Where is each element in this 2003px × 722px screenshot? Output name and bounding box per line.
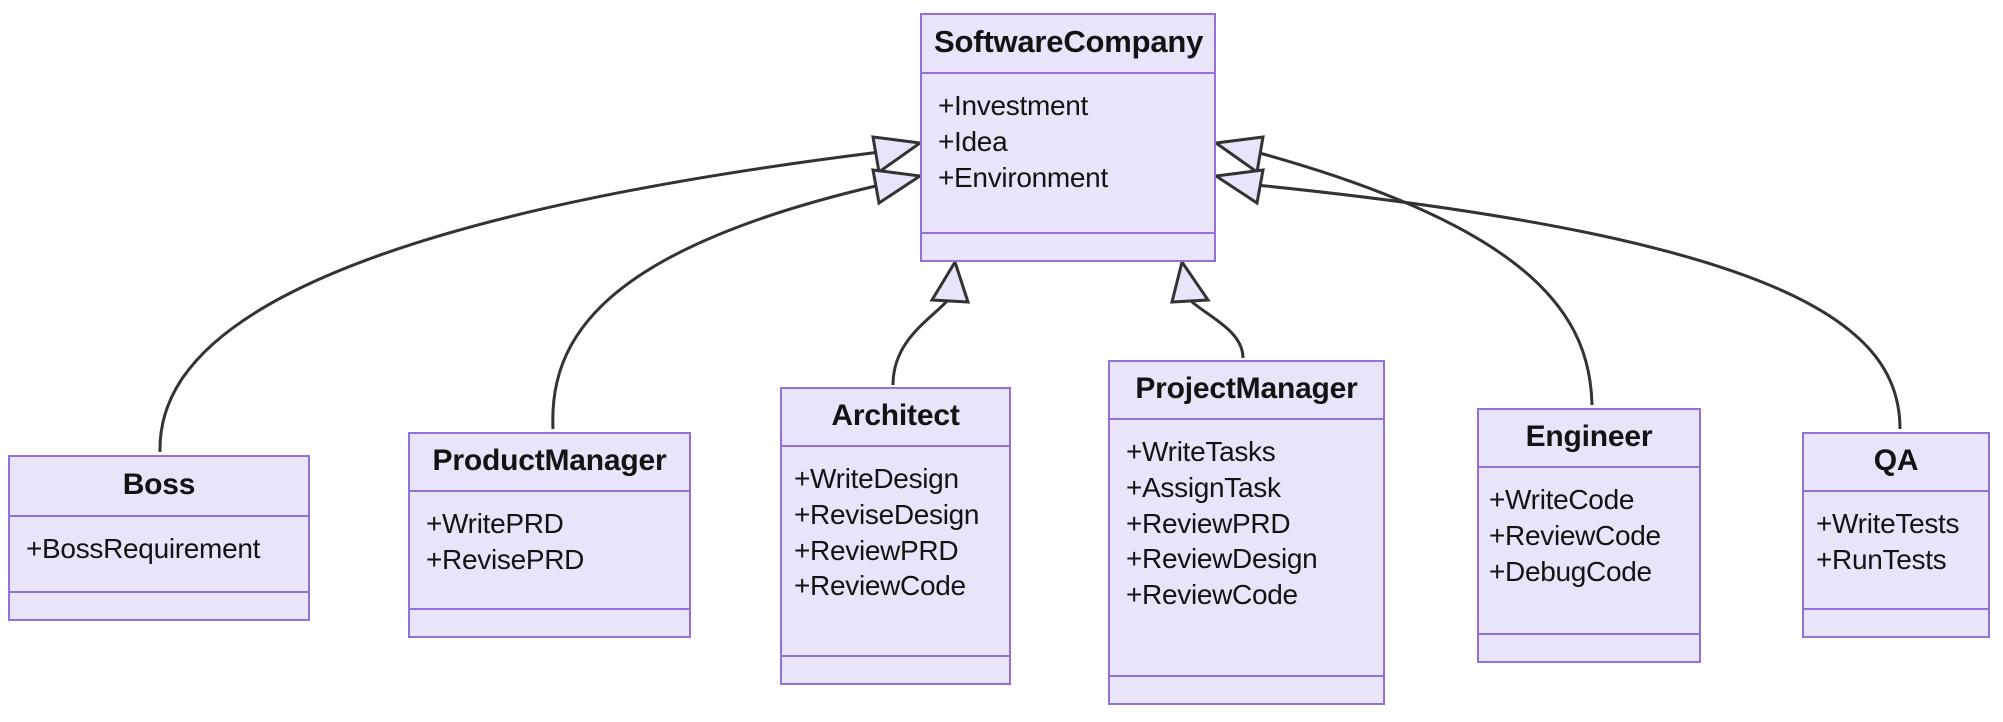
uml-class-boss[interactable]: Boss +BossRequirement bbox=[8, 455, 310, 621]
inheritance-arrowhead bbox=[929, 258, 971, 304]
member-row: +WriteCode bbox=[1489, 484, 1635, 515]
class-members-boss: +BossRequirement bbox=[10, 517, 308, 593]
member-row: +Idea bbox=[938, 125, 1008, 157]
class-name-qa: QA bbox=[1804, 434, 1988, 492]
class-members-architect: +WriteDesign +ReviseDesign +ReviewPRD +R… bbox=[782, 447, 1009, 657]
class-name-boss: Boss bbox=[10, 457, 308, 517]
member-row: +RunTests bbox=[1816, 543, 1947, 575]
inheritance-arrowhead bbox=[1211, 168, 1265, 206]
class-members-softwarecompany: +Investment +Idea +Environment bbox=[922, 74, 1214, 234]
class-name-softwarecompany: SoftwareCompany bbox=[922, 15, 1214, 74]
member-row: +ReviewCode bbox=[1489, 519, 1661, 551]
member-row: +WriteDesign bbox=[794, 463, 959, 494]
inheritance-arrowhead bbox=[1170, 258, 1211, 304]
uml-class-qa[interactable]: QA +WriteTests +RunTests bbox=[1802, 432, 1990, 638]
class-members-projectmanager: +WriteTasks +AssignTask +ReviewPRD +Revi… bbox=[1110, 420, 1383, 677]
member-row: +AssignTask bbox=[1126, 471, 1281, 503]
inheritance-arrowhead bbox=[871, 168, 925, 206]
class-name-engineer: Engineer bbox=[1479, 410, 1699, 468]
class-members-qa: +WriteTests +RunTests bbox=[1804, 492, 1988, 610]
class-methods-engineer bbox=[1479, 635, 1699, 661]
member-row: +Investment bbox=[938, 90, 1089, 121]
member-row: +ReviewCode bbox=[1126, 579, 1298, 611]
class-methods-qa bbox=[1804, 610, 1988, 636]
uml-class-architect[interactable]: Architect +WriteDesign +ReviseDesign +Re… bbox=[780, 387, 1011, 685]
member-row: +WritePRD bbox=[426, 508, 564, 539]
member-row: +ReviewPRD bbox=[1126, 507, 1291, 539]
member-row: +ReviewDesign bbox=[1126, 543, 1318, 575]
member-row: +Environment bbox=[938, 161, 1108, 193]
member-row: +ReviseDesign bbox=[794, 498, 980, 530]
member-row: +ReviewCode bbox=[794, 570, 966, 602]
member-row: +RevisePRD bbox=[426, 543, 585, 575]
class-methods-boss bbox=[10, 593, 308, 619]
class-name-projectmanager: ProjectManager bbox=[1110, 362, 1383, 420]
edge-projectmanager-to-softwarecompany bbox=[1170, 258, 1245, 359]
class-name-productmanager: ProductManager bbox=[410, 434, 689, 492]
class-methods-architect bbox=[782, 657, 1009, 683]
member-row: +DebugCode bbox=[1489, 555, 1652, 587]
inheritance-arrowhead bbox=[871, 135, 925, 175]
edge-architect-to-softwarecompany bbox=[891, 258, 971, 386]
class-methods-projectmanager bbox=[1110, 677, 1383, 703]
uml-class-engineer[interactable]: Engineer +WriteCode +ReviewCode +DebugCo… bbox=[1477, 408, 1701, 663]
class-methods-softwarecompany bbox=[922, 234, 1214, 260]
uml-class-productmanager[interactable]: ProductManager +WritePRD +RevisePRD bbox=[408, 432, 691, 638]
inheritance-arrowhead bbox=[1211, 135, 1265, 175]
member-row: +WriteTasks bbox=[1126, 436, 1276, 467]
uml-class-projectmanager[interactable]: ProjectManager +WriteTasks +AssignTask +… bbox=[1108, 360, 1385, 705]
uml-class-softwarecompany[interactable]: SoftwareCompany +Investment +Idea +Envir… bbox=[920, 13, 1216, 262]
member-row: +WriteTests bbox=[1816, 508, 1960, 539]
class-methods-productmanager bbox=[410, 610, 689, 636]
member-row: +ReviewPRD bbox=[794, 534, 959, 566]
class-name-architect: Architect bbox=[782, 389, 1009, 447]
class-members-engineer: +WriteCode +ReviewCode +DebugCode bbox=[1479, 468, 1699, 635]
class-members-productmanager: +WritePRD +RevisePRD bbox=[410, 492, 689, 610]
member-row: +BossRequirement bbox=[26, 533, 261, 564]
